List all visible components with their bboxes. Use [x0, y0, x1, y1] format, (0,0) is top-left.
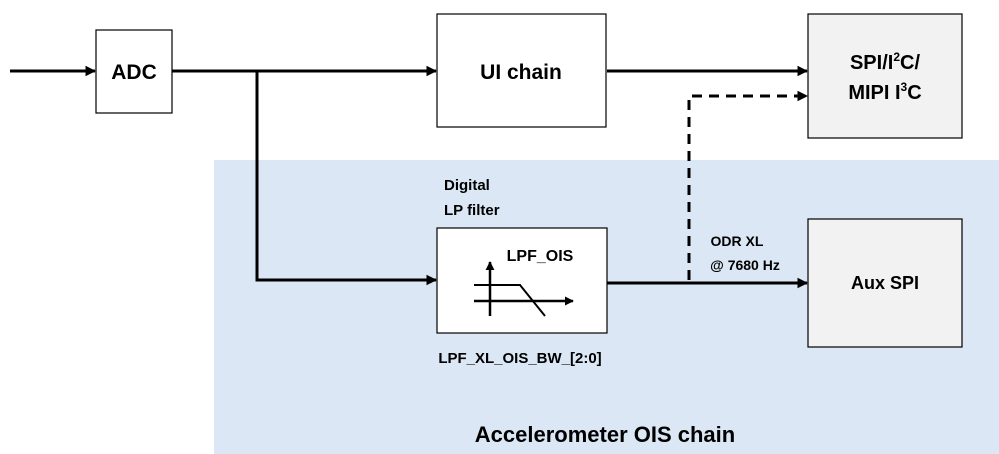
adc-label: ADC: [111, 61, 157, 84]
spi-i2c-label: SPI/I2C/: [850, 50, 920, 74]
adc-to-lpf-arrow: [255, 71, 438, 286]
connections: [10, 65, 809, 289]
odr-xl-label: ODR XL: [711, 233, 764, 249]
digital-lp-filter-subtitle: LP filter: [444, 202, 500, 219]
lpf-bandwidth-label: LPF_XL_OIS_BW_[2:0]: [438, 350, 601, 367]
ui-chain-block: [436, 13, 607, 128]
ois-chain-title: Accelerometer OIS chain: [475, 422, 735, 447]
spi-i2c-i3c-block: [807, 13, 963, 139]
aux-spi-label: Aux SPI: [851, 273, 919, 293]
adc-block: [95, 29, 173, 114]
dashed-to-spi-arrow: [687, 90, 809, 280]
lpf-ois-block: [436, 227, 608, 334]
ui-chain-label: UI chain: [480, 61, 562, 84]
lpf-ois-label: LPF_OIS: [507, 248, 574, 265]
digital-lp-filter-title: Digital: [444, 177, 490, 194]
odr-rate-label: @ 7680 Hz: [710, 257, 780, 273]
mipi-i3c-label: MIPI I3C: [848, 80, 921, 104]
lowpass-filter-icon: [474, 261, 574, 317]
aux-spi-block: [807, 218, 963, 348]
